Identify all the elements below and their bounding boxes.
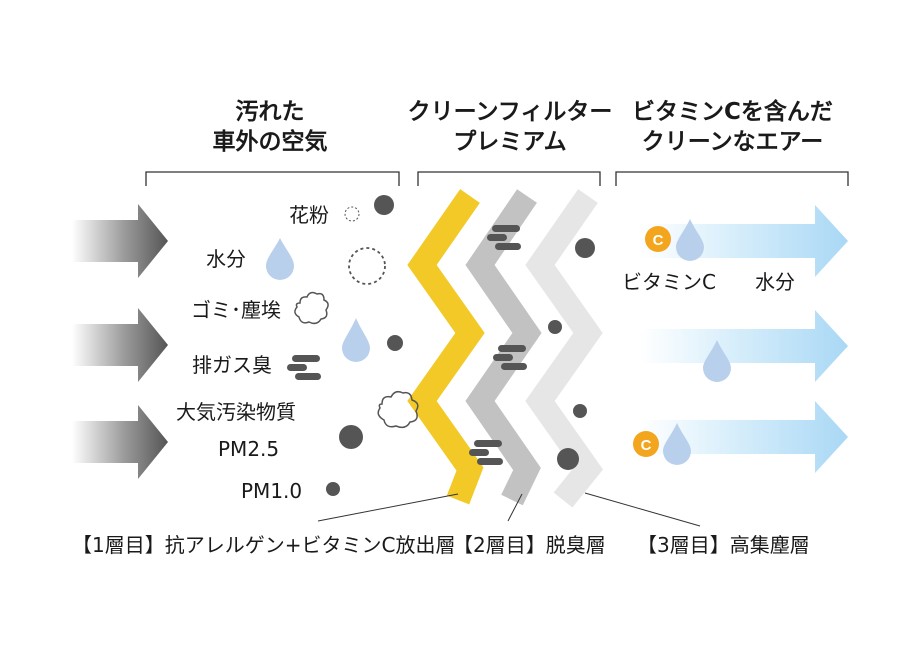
label-output-moisture: 水分 — [755, 270, 795, 294]
particle-icon — [573, 404, 587, 418]
arrow-icon — [72, 405, 168, 479]
filter-layer-1 — [407, 189, 485, 505]
caption-layer-3: 【3層目】高集塵層 — [637, 533, 810, 557]
label-air-pollutants: 大気汚染物質 — [176, 400, 296, 424]
dust-cloud-icon — [377, 390, 419, 429]
leader-line-layer-3 — [584, 492, 701, 527]
leader-line-layer-1 — [317, 493, 459, 522]
label-pm25: PM2.5 — [218, 437, 280, 461]
label-moisture: 水分 — [206, 247, 246, 271]
particle-icon — [339, 425, 363, 449]
pollen-icon — [344, 206, 360, 222]
caption-layer-2: 【2層目】脱臭層 — [453, 533, 606, 557]
arrow-icon — [640, 401, 848, 473]
heading-dirty-air-line-2: 車外の空気 — [212, 129, 328, 155]
particle-icon — [548, 320, 562, 334]
particle-icon — [387, 335, 403, 351]
odor-icon — [287, 355, 321, 380]
particle-icon — [557, 448, 579, 470]
arrow-icon — [72, 308, 168, 382]
bracket-clean-air — [615, 171, 849, 186]
label-dust: ゴミ･塵埃 — [191, 298, 281, 322]
leader-line-layer-2 — [507, 493, 523, 522]
water-drop-icon — [266, 238, 294, 280]
arrow-icon — [640, 310, 848, 382]
water-drop-icon — [703, 340, 731, 382]
particle-icon — [575, 238, 595, 258]
odor-icon — [493, 345, 527, 370]
water-drop-icon — [342, 318, 370, 362]
heading-clean-air: ビタミンCを含んだ クリーンなエアー — [615, 97, 850, 157]
heading-clean-air-line-1: ビタミンCを含んだ — [632, 99, 833, 125]
heading-filter-line-2: プレミアム — [453, 129, 567, 155]
particle-icon — [326, 482, 340, 496]
arrow-icon — [72, 204, 168, 278]
vitamin-c-icon — [633, 431, 659, 457]
label-exhaust-odor: 排ガス臭 — [192, 353, 272, 377]
bracket-filter — [417, 171, 601, 186]
heading-filter: クリーンフィルター プレミアム — [400, 97, 620, 157]
label-vitamin-c: ビタミンC — [622, 270, 716, 294]
water-drop-icon — [663, 423, 691, 465]
water-drop-icon — [676, 219, 704, 261]
arrow-icon — [640, 205, 848, 277]
vitamin-c-icon — [645, 226, 671, 252]
heading-dirty-air-line-1: 汚れた — [235, 99, 305, 125]
particle-icon — [374, 195, 394, 215]
filter-layer-3 — [525, 189, 604, 508]
caption-layer-1: 【1層目】抗アレルゲン+ビタミンC放出層 — [72, 533, 456, 557]
bracket-dirty-air — [145, 171, 400, 186]
label-pollen: 花粉 — [289, 203, 329, 227]
odor-icon — [487, 225, 521, 250]
heading-dirty-air: 汚れた 車外の空気 — [180, 97, 360, 157]
vitamin-c-badge-label: C — [653, 232, 664, 249]
heading-clean-air-line-2: クリーンなエアー — [641, 129, 824, 155]
dust-cloud-icon — [294, 291, 329, 325]
pollen-icon — [348, 247, 386, 285]
heading-filter-line-1: クリーンフィルター — [407, 99, 613, 125]
odor-icon — [469, 440, 503, 465]
vitamin-c-badge-label: C — [641, 437, 652, 454]
label-pm10: PM1.0 — [241, 479, 303, 503]
